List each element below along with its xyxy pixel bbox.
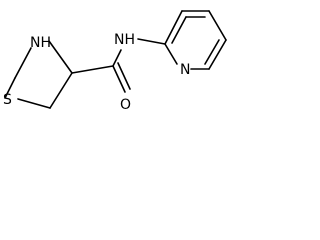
bond-carbonyl-o-a (112, 65, 126, 93)
bond-c5-c4 (49, 72, 73, 109)
amide-nh-label: NH (114, 32, 135, 48)
thiazolidine-ring (4, 40, 73, 109)
ring-s-label: S (3, 92, 12, 108)
bond-s-c5 (17, 98, 51, 109)
bond-py-c3-c2-inner (171, 16, 187, 44)
bond-py-c5-c4 (208, 10, 227, 41)
bond-nh-c2 (14, 47, 32, 79)
ring-nh-label: NH (30, 35, 51, 51)
bond-py-c6-c5 (208, 39, 227, 70)
molecule-structure-diagram: NH S NH O N (3, 10, 227, 113)
bond-carbonyl-nh (112, 49, 122, 67)
bond-py-c6-c5-inner (204, 39, 220, 65)
bond-carbonyl-o-b (117, 62, 131, 90)
bond-py-c2-n (164, 43, 178, 65)
pyridine-ring (164, 10, 227, 70)
amide-group (71, 38, 166, 93)
bond-nh-pyridine (137, 38, 166, 45)
bond-c4-nh (48, 40, 73, 74)
amide-o-label: O (120, 97, 131, 113)
bond-c2-s (4, 77, 16, 99)
pyridine-n-label: N (180, 62, 190, 78)
bond-py-c3-c2 (164, 10, 183, 45)
bond-c4-carbonyl (71, 65, 114, 74)
